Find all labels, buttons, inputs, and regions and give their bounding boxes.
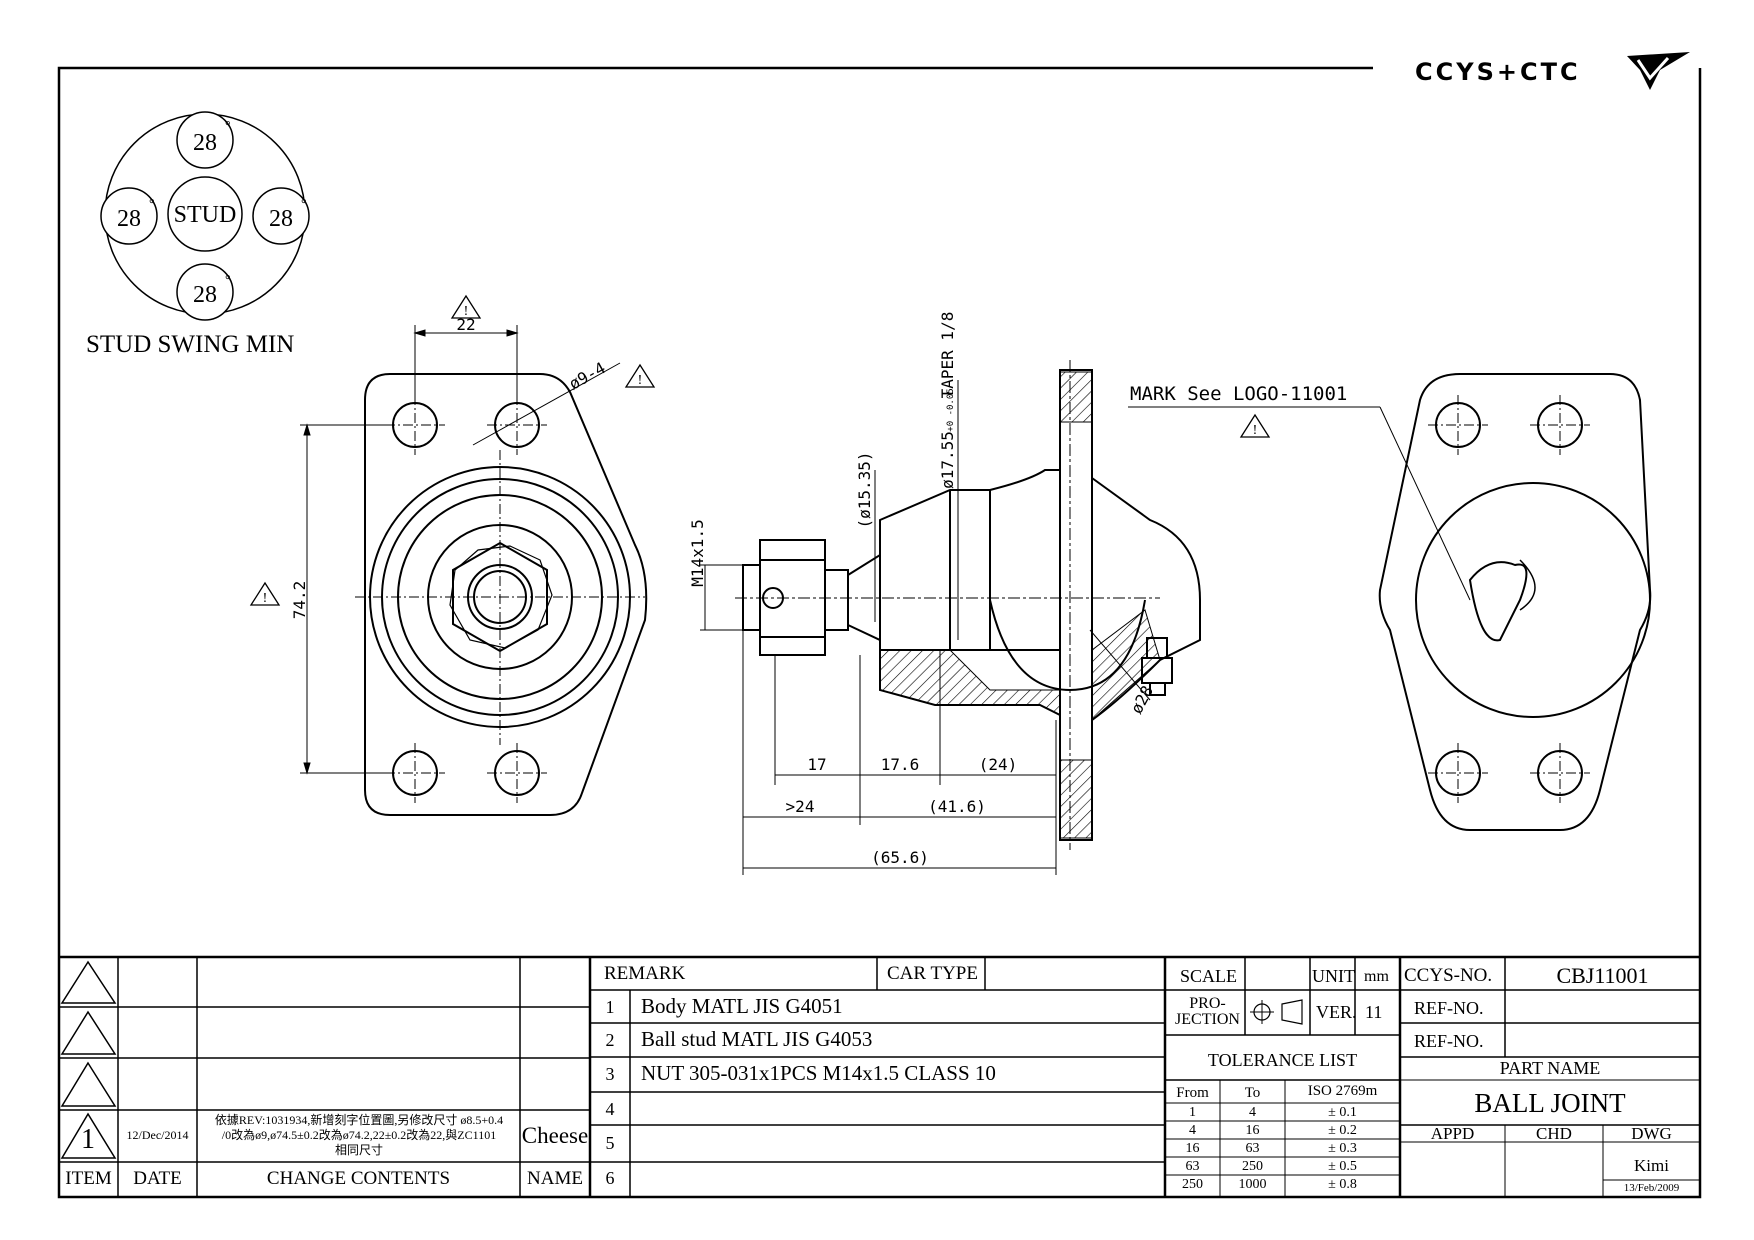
stud-swing-labels: 28 ° 28 ° 28 ° 28 ° STUD STUD SWING MIN — [86, 119, 307, 358]
dim-taper-tol: +0 -0.05 — [946, 388, 956, 431]
dim-gt24: >24 — [786, 797, 815, 816]
dim-taper: TAPER 1/8 — [938, 312, 957, 399]
dim-15-35: (ø15.35) — [855, 451, 874, 528]
left-view-dimensions — [249, 294, 656, 775]
svg-text:!: ! — [263, 591, 268, 606]
left-top-view — [355, 373, 648, 816]
stud-swing-caption: STUD SWING MIN — [86, 331, 294, 358]
dim-22: 22 — [456, 315, 475, 334]
deg-bottom: ° — [225, 273, 231, 288]
swing-top-value: 28 — [193, 130, 217, 156]
sheet-border — [57, 66, 1702, 1199]
title-block-grid — [59, 955, 1700, 1197]
deg-top: ° — [225, 119, 231, 134]
dim-m14: M14x1.5 — [688, 519, 707, 586]
svg-text:!: ! — [638, 373, 643, 388]
svg-text:!: ! — [464, 304, 469, 319]
center-view-hatching — [879, 371, 1161, 839]
logo-mark-icon — [1627, 52, 1690, 90]
center-view-dim-text: M14x1.5 (ø15.35) ø17.55 +0 -0.05 TAPER 1… — [688, 312, 1347, 867]
swing-bottom-value: 28 — [193, 282, 217, 308]
dim-17-6: 17.6 — [881, 755, 920, 774]
dim-24: (24) — [979, 755, 1018, 774]
mark-note: MARK See LOGO-11001 — [1130, 383, 1347, 405]
swing-left-value: 28 — [117, 206, 141, 232]
center-view-centerlines — [735, 360, 1160, 850]
dim-17: 17 — [807, 755, 826, 774]
svg-text:!: ! — [1253, 423, 1258, 438]
logo-text: CCYS+CTC — [1415, 58, 1581, 86]
dim-17-55: ø17.55 — [938, 431, 957, 489]
stud-swing-diagram — [100, 111, 310, 321]
dim-74-2: 74.2 — [290, 581, 309, 620]
center-view-dimensions — [700, 380, 1471, 875]
dim-41-6: (41.6) — [928, 797, 986, 816]
swing-right-value: 28 — [269, 206, 293, 232]
swing-center-label: STUD — [174, 202, 237, 228]
right-bottom-view — [1378, 373, 1652, 831]
deg-right: ° — [301, 197, 307, 212]
dim-65-6: (65.6) — [871, 848, 929, 867]
company-logo: CCYS+CTC — [1415, 52, 1690, 90]
dim-hole-dia: ø9-4 — [566, 358, 609, 393]
deg-left: ° — [149, 197, 155, 212]
